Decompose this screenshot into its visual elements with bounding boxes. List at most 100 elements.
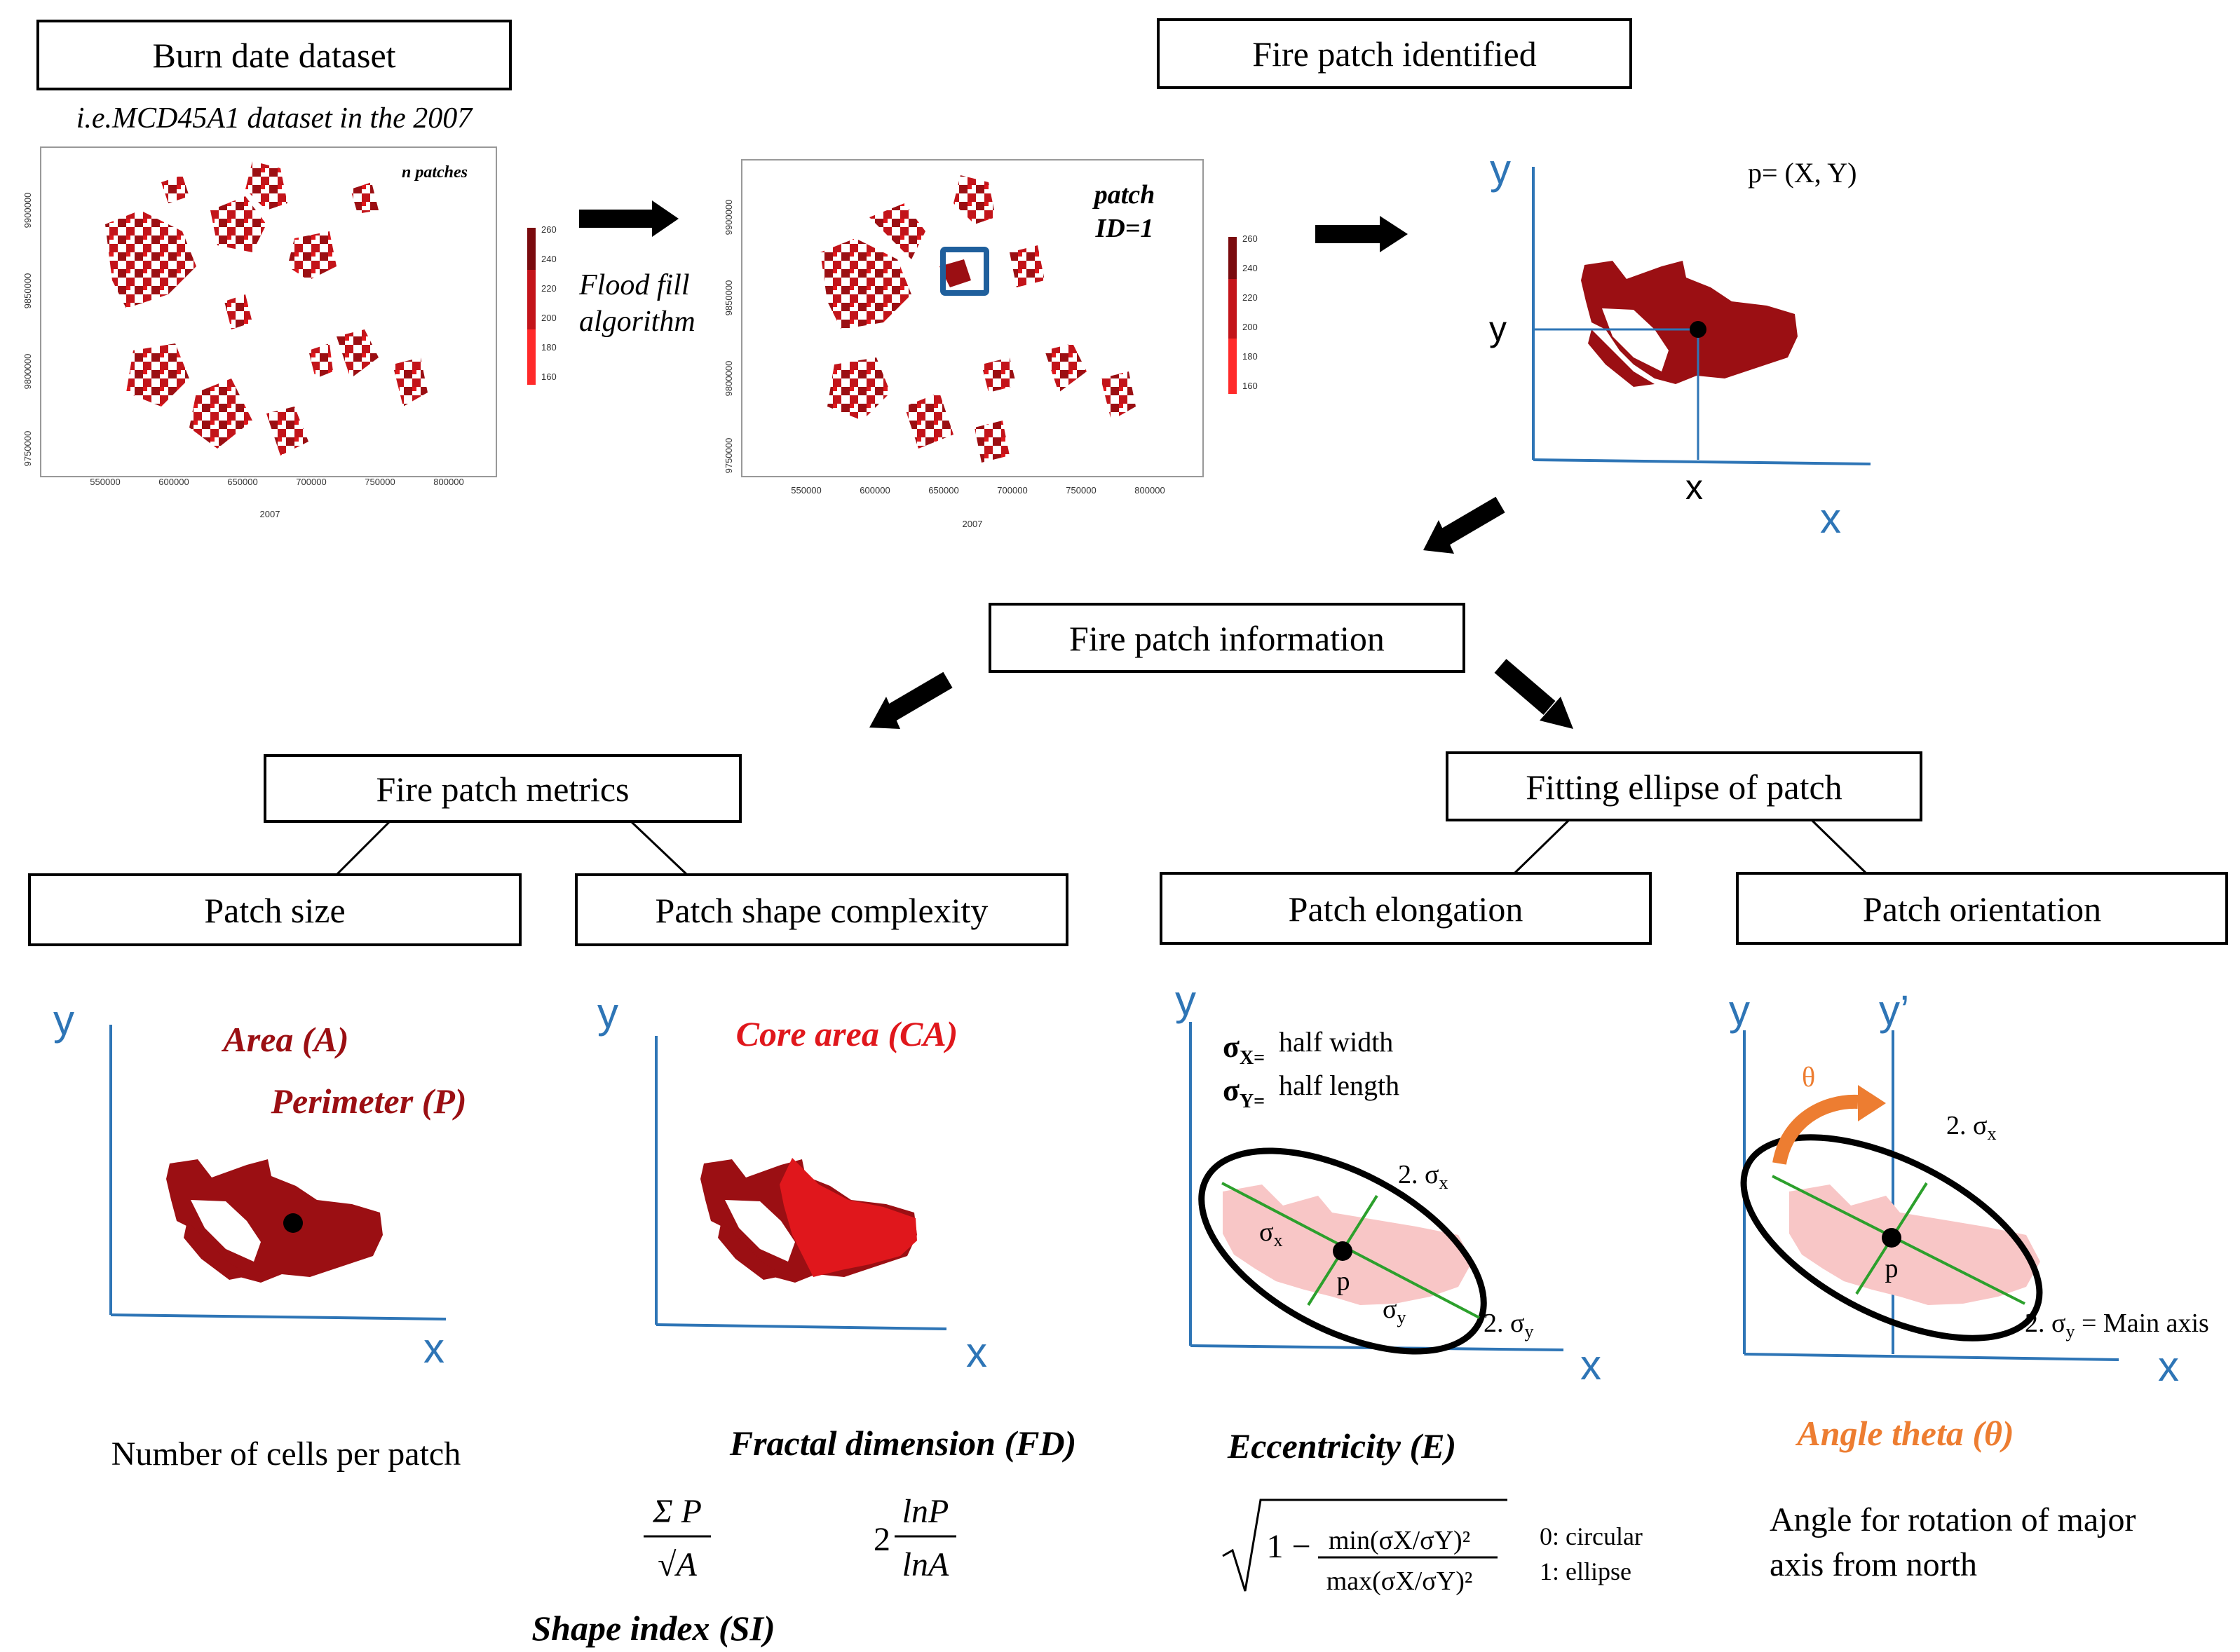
svg-text:min(σX/σY)²: min(σX/σY)² [1329,1526,1470,1555]
burn-scatter-2 [820,175,1136,463]
patch-shape [700,1158,917,1283]
svg-text:160: 160 [1242,381,1258,391]
x-coordinate-label: x [1685,467,1703,507]
patch-shape [166,1159,383,1283]
fitted-ellipse [1740,1134,2043,1342]
axis-y-prime-label: y’ [1879,987,1909,1034]
svg-text:lnA: lnA [902,1546,949,1583]
burn-date-box: Burn date dataset [36,20,512,90]
map1-ytick: 9800000 [22,354,33,390]
centroid-point [1882,1228,1901,1248]
patch-shape-box: Patch shape complexity [575,873,1068,946]
two-sigma-y-label: 2. σy [1484,1309,1533,1342]
perimeter-label: Perimeter (P) [270,1081,466,1121]
axis-y-label: y [597,990,618,1037]
svg-text:max(σX/σY)²: max(σX/σY)² [1326,1566,1473,1596]
map1-ytick: 9850000 [22,273,33,309]
eccentricity-legend-circular: 0: circular [1540,1522,1643,1550]
arrow-to-metrics [869,671,953,729]
map1-x-ticks: 550000 600000 650000 700000 750000 80000… [90,477,463,487]
patch-size-panel: y x Area (A) Perimeter (P) Number of cel… [53,997,467,1473]
svg-text:p: p [1885,1254,1899,1283]
map1-xtick: 800000 [433,477,463,487]
map1-xlabel: 2007 [260,509,280,519]
burn-scatter-1 [105,161,428,456]
burn-date-map: n patches 550000 600000 650000 700000 75… [22,146,557,519]
sigma-x-label: σx [1259,1217,1282,1250]
main-axis-label: 2. σy = Main axis [2025,1309,2209,1342]
svg-text:240: 240 [1242,263,1258,273]
centroid-point [283,1213,303,1233]
patch-elongation-box: Patch elongation [1160,872,1652,945]
x-axis [1533,458,1871,465]
svg-text:200: 200 [541,313,557,323]
map1-xtick: 550000 [90,477,120,487]
patch-elongation-label: Patch elongation [1289,889,1523,929]
map1-y-ticks: 9900000 9850000 9800000 9750000 [22,193,33,467]
sigma-y-definition: half length [1279,1070,1399,1101]
angle-caption-1: Angle for rotation of major [1770,1501,2136,1538]
eccentricity-formula: 1 − min(σX/σY)² max(σX/σY)² [1222,1499,1507,1596]
map1-ytick: 9750000 [22,431,33,467]
svg-text:200: 200 [1242,322,1258,332]
map1-ytick: 9900000 [22,193,33,228]
shape-index-title: Shape index (SI) [531,1609,775,1648]
point-label: p= (X, Y) [1748,157,1857,189]
svg-text:260: 260 [1242,233,1258,244]
fire-patch-information-box: Fire patch information [989,603,1465,673]
flood-fill-arrow [579,200,679,237]
centroid-point [1333,1241,1352,1261]
cells-per-patch-caption: Number of cells per patch [111,1435,461,1473]
svg-text:2: 2 [874,1521,890,1558]
arrow-to-ellipse [1494,659,1573,729]
y-coordinate-label: y [1489,309,1507,348]
centroid-point [1690,321,1706,338]
map1-legend: 260 240 220 200 180 160 [527,224,557,385]
svg-text:p: p [1337,1267,1350,1296]
svg-text:650000: 650000 [928,485,958,496]
axis-x-label: x [2158,1343,2179,1390]
fractal-dimension-formula: 2 lnP lnA [874,1493,956,1583]
arrow-to-info [1423,496,1505,554]
patch-size-label: Patch size [204,891,345,930]
fire-patch-identified-label: Fire patch identified [1252,34,1536,74]
svg-text:σY=: σY= [1223,1073,1265,1112]
svg-text:√A: √A [658,1546,697,1583]
fire-patch-metrics-box: Fire patch metrics [264,754,742,823]
elongation-panel: y x p σX= half width σY= half length 2. … [1175,977,1643,1596]
axis-x-label: x [966,1329,987,1376]
svg-text:9800000: 9800000 [724,361,734,397]
sigma-x-definition: half width [1279,1026,1393,1058]
svg-text:550000: 550000 [791,485,821,496]
svg-text:1 −: 1 − [1266,1528,1310,1565]
shape-index-formula: Σ P √A [644,1493,711,1583]
axis-y-label: y [1175,977,1196,1024]
patch-highlight-box [940,247,989,296]
map1-xtick: 700000 [296,477,326,487]
patch-shape [1581,261,1798,387]
angle-theta-title: Angle theta (θ) [1795,1414,2014,1453]
fire-patch-metrics-label: Fire patch metrics [376,770,630,809]
map1-xtick: 750000 [365,477,395,487]
svg-text:180: 180 [1242,351,1258,362]
map2-y-ticks: 9900000 9850000 9800000 9750000 [724,200,734,474]
angle-caption-2: axis from north [1770,1546,1977,1583]
svg-text:220: 220 [541,283,557,294]
svg-text:600000: 600000 [860,485,890,496]
fire-patch-identified-box: Fire patch identified [1157,18,1632,89]
theta-symbol: θ [1802,1061,1815,1093]
svg-text:9850000: 9850000 [724,280,734,316]
area-label: Area (A) [221,1020,348,1059]
fitted-ellipse [1198,1147,1487,1355]
map2-label-2: ID=1 [1095,214,1154,243]
svg-text:700000: 700000 [997,485,1027,496]
axis-x-label: x [1820,495,1841,542]
rotation-arrow-icon [1772,1085,1886,1166]
dataset-caption: i.e.MCD45A1 dataset in the 2007 [76,102,474,135]
arrow-to-patch-plot [1315,216,1408,252]
core-area-label: Core area (CA) [736,1014,958,1053]
axis-y-label: y [1490,146,1511,193]
core-area-shape [780,1158,917,1277]
fire-patch-information-label: Fire patch information [1069,619,1385,658]
